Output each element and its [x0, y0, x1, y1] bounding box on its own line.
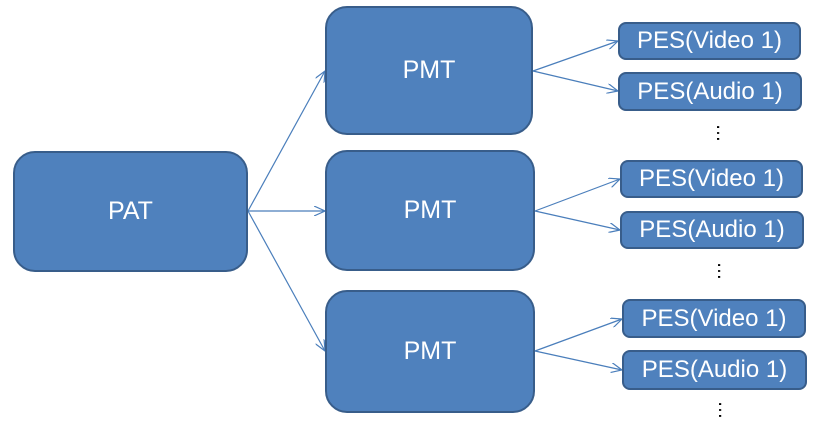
more-streams-ellipsis-3: …: [714, 401, 735, 419]
pmt-box-1: PMT: [325, 6, 533, 135]
pes-audio-box-2: PES(Audio 1): [620, 211, 804, 249]
pmt-label: PMT: [403, 196, 457, 224]
pat-box: PAT: [13, 151, 248, 272]
pes-video-box-3: PES(Video 1): [622, 299, 806, 338]
pes-audio-label: PES(Audio 1): [637, 77, 783, 105]
arrow-pmt-3-to-video: [534, 319, 622, 352]
pes-video-label: PES(Video 1): [637, 27, 782, 54]
pes-video-box-2: PES(Video 1): [620, 160, 803, 198]
arrow-pmt-1-to-audio: [532, 70, 618, 91]
arrow-pat-to-pmt-3: [247, 210, 325, 351]
arrow-pmt-2-to-video: [534, 179, 620, 212]
pmt-box-3: PMT: [325, 290, 535, 413]
pes-audio-box-3: PES(Audio 1): [622, 350, 807, 390]
more-streams-ellipsis-1: …: [712, 124, 733, 142]
more-streams-ellipsis-2: …: [713, 262, 734, 280]
pmt-label: PMT: [402, 56, 456, 84]
pes-audio-label: PES(Audio 1): [639, 216, 785, 243]
arrow-pmt-3-to-audio: [534, 350, 622, 370]
pmt-box-2: PMT: [325, 150, 535, 271]
pes-video-label: PES(Video 1): [639, 165, 784, 192]
pes-audio-label: PES(Audio 1): [641, 356, 788, 383]
pat-label: PAT: [108, 197, 153, 225]
pes-video-box-1: PES(Video 1): [618, 22, 801, 60]
pes-video-label: PES(Video 1): [641, 304, 787, 332]
pes-audio-box-1: PES(Audio 1): [618, 72, 802, 111]
pmt-label: PMT: [403, 337, 457, 365]
arrow-pmt-1-to-video: [532, 41, 618, 72]
arrow-pmt-2-to-audio: [534, 210, 620, 230]
arrow-pat-to-pmt-1: [247, 71, 325, 212]
